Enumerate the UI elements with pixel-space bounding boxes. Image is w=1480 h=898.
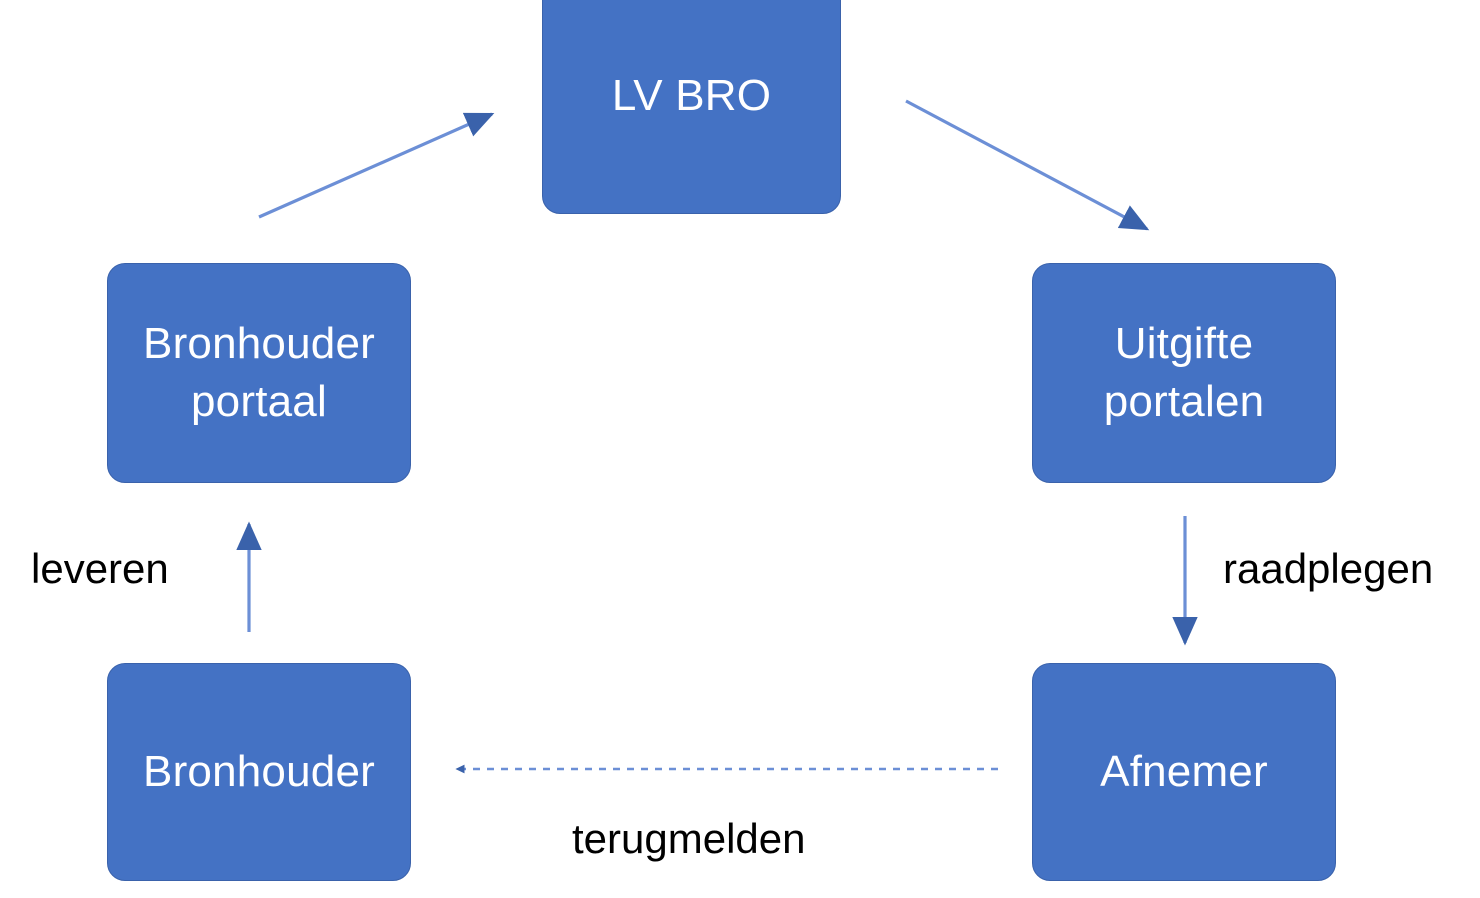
node-afnemer[interactable]: Afnemer: [1032, 663, 1336, 881]
node-bronhouder-portaal-label: Bronhouder portaal: [143, 318, 375, 426]
edge-label-raadplegen: raadplegen: [1223, 545, 1434, 592]
node-lv-bro[interactable]: LV BRO: [542, 0, 841, 214]
node-afnemer-label: Afnemer: [1100, 746, 1268, 796]
node-bronhouder-label: Bronhouder: [143, 746, 375, 796]
node-lv-bro-label: LV BRO: [611, 70, 772, 120]
node-uitgifte-portalen-label: Uitgifte portalen: [1103, 318, 1265, 426]
edge-lv-bro-to-uitgifte-portalen: [905, 99, 1150, 231]
node-bronhouder-portaal[interactable]: Bronhouder portaal: [107, 263, 411, 483]
node-bronhouder[interactable]: Bronhouder: [107, 663, 411, 881]
edge-label-terugmelden: terugmelden: [572, 815, 806, 862]
edge-label-leveren: leveren: [31, 545, 169, 592]
node-uitgifte-portalen[interactable]: Uitgifte portalen: [1032, 263, 1336, 483]
edge-bronhouder-portaal-to-lv-bro: [258, 112, 495, 219]
